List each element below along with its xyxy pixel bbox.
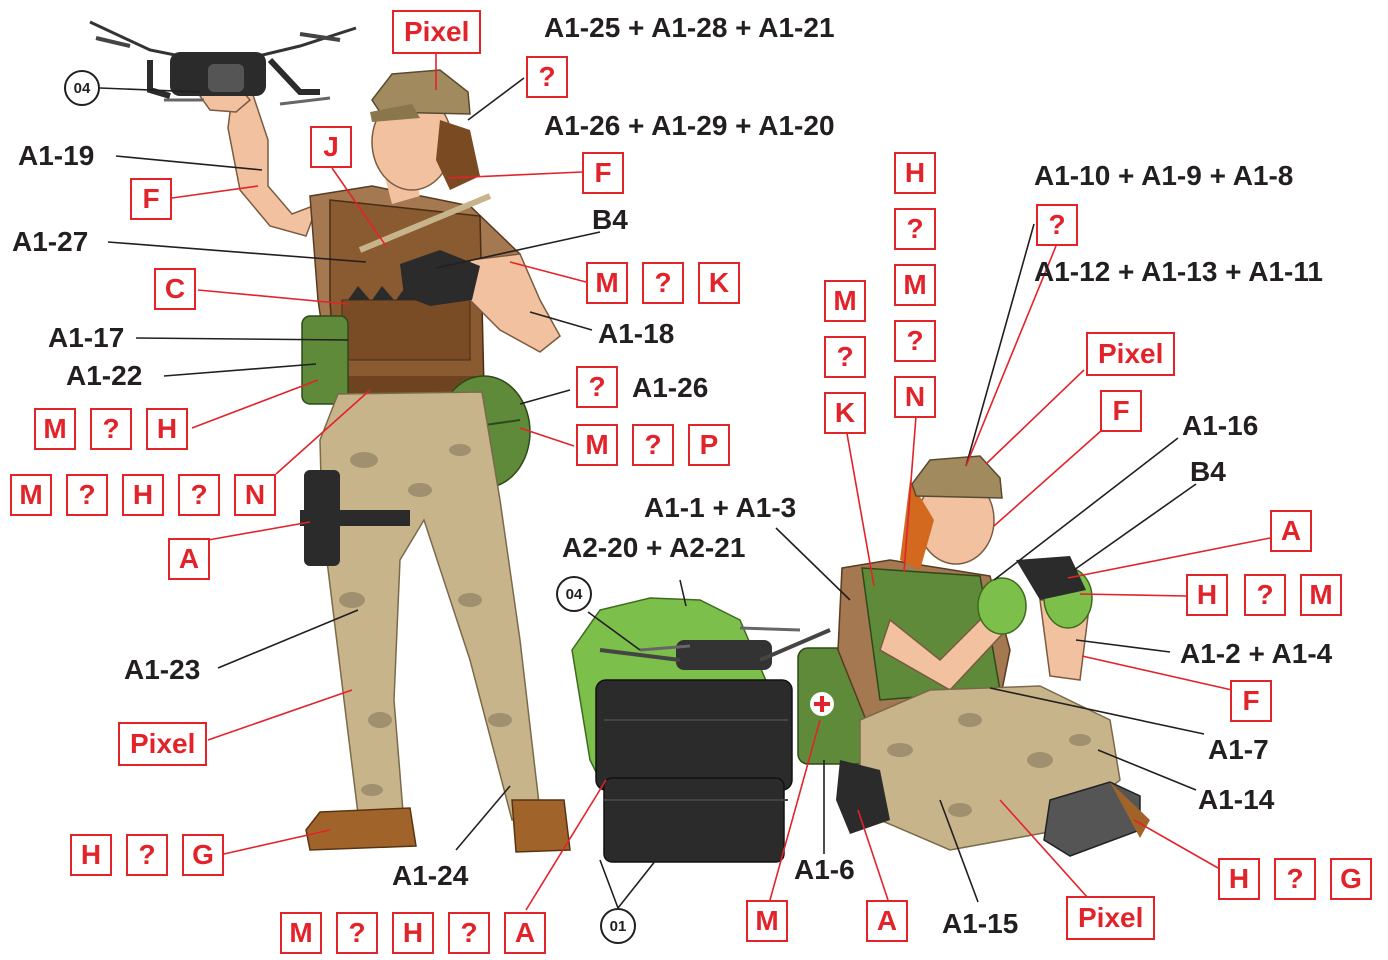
paint-code-pixel-pants: Pixel bbox=[118, 722, 208, 766]
standing-soldier-figure bbox=[198, 69, 571, 853]
paint-code-col-n: N bbox=[894, 376, 936, 418]
drone-case-group bbox=[571, 597, 831, 863]
paint-code-f-hair: F bbox=[582, 152, 624, 194]
paint-code-col2-m: M bbox=[824, 280, 866, 322]
paint-code-boot-unknown: ? bbox=[126, 834, 168, 876]
paint-code-vest-unknown-2: ? bbox=[178, 474, 220, 516]
paint-code-glove2-h: H bbox=[1186, 574, 1228, 616]
label-a1-6: A1-6 bbox=[794, 854, 855, 885]
paint-code-shirt-k: K bbox=[698, 262, 740, 304]
paint-code-kneepad-a: A bbox=[866, 900, 908, 942]
label-a1-18: A1-18 bbox=[598, 318, 675, 349]
label-a1-17: A1-17 bbox=[48, 322, 125, 353]
paint-code-col2-unknown: ? bbox=[824, 336, 866, 378]
paint-code-helmet-m: M bbox=[576, 424, 618, 466]
label-a1-19: A1-19 bbox=[18, 140, 95, 171]
paint-code-gloves-a: A bbox=[1270, 510, 1312, 552]
label-a1-15: A1-15 bbox=[942, 908, 1019, 939]
paint-code-f-arm: F bbox=[130, 178, 172, 220]
red-leader-lines bbox=[171, 54, 1271, 911]
paint-code-vest-unknown-1: ? bbox=[66, 474, 108, 516]
paint-code-pouch-m: M bbox=[34, 408, 76, 450]
label-a1-27: A1-27 bbox=[12, 226, 89, 257]
paint-code-cap2-unknown: ? bbox=[1036, 204, 1078, 246]
label-a1-10-group: A1-10 + A1-9 + A1-8 bbox=[1034, 160, 1294, 191]
paint-code-helmet-p: P bbox=[688, 424, 730, 466]
paint-code-vest-h: H bbox=[122, 474, 164, 516]
case-part-ref-01: 01 bbox=[600, 908, 636, 944]
paint-code-pouch-h: H bbox=[146, 408, 188, 450]
paint-code-glove2-unknown: ? bbox=[1244, 574, 1286, 616]
paint-code-f-arm2: F bbox=[1230, 680, 1272, 722]
label-a1-14: A1-14 bbox=[1198, 784, 1275, 815]
label-a1-1-group: A1-1 + A1-3 bbox=[644, 492, 797, 523]
paint-code-pouch-unknown: ? bbox=[90, 408, 132, 450]
paint-code-col-h: H bbox=[894, 152, 936, 194]
paint-code-boot2-g: G bbox=[1330, 858, 1372, 900]
paint-code-boot2-unknown: ? bbox=[1274, 858, 1316, 900]
label-cap-parts-1: A1-25 + A1-28 + A1-21 bbox=[544, 12, 835, 43]
paint-code-vest-m: M bbox=[10, 474, 52, 516]
label-a1-26: A1-26 bbox=[632, 372, 709, 403]
label-a1-16: A1-16 bbox=[1182, 410, 1259, 441]
drone-part-ref-04-top: 04 bbox=[64, 70, 100, 106]
paint-code-col2-k: K bbox=[824, 392, 866, 434]
label-b4-standing: B4 bbox=[592, 204, 628, 235]
paint-code-medkit-m: M bbox=[746, 900, 788, 942]
paint-code-pixel-cap2: Pixel bbox=[1086, 332, 1176, 376]
paint-code-boot2-h: H bbox=[1218, 858, 1260, 900]
black-leader-lines bbox=[99, 77, 1205, 909]
label-a1-23: A1-23 bbox=[124, 654, 201, 685]
paint-code-boot-g: G bbox=[182, 834, 224, 876]
paint-code-pixel-cap: Pixel bbox=[392, 10, 482, 54]
label-a1-12-group: A1-12 + A1-13 + A1-11 bbox=[1034, 256, 1323, 287]
paint-code-glove2-m: M bbox=[1300, 574, 1342, 616]
label-a1-2-group: A1-2 + A1-4 bbox=[1180, 638, 1333, 669]
paint-code-pixel-pants2: Pixel bbox=[1066, 896, 1156, 940]
flying-drone bbox=[89, 20, 357, 106]
paint-code-f-face2: F bbox=[1100, 390, 1142, 432]
paint-code-bag-unknown-2: ? bbox=[448, 912, 490, 954]
label-a2-20-group: A2-20 + A2-21 bbox=[562, 532, 746, 563]
paint-code-j: J bbox=[310, 126, 352, 168]
paint-code-boot-h: H bbox=[70, 834, 112, 876]
paint-code-shirt-unknown: ? bbox=[642, 262, 684, 304]
paint-code-vest-n: N bbox=[234, 474, 276, 516]
paint-code-col-unknown-2: ? bbox=[894, 320, 936, 362]
label-a1-7: A1-7 bbox=[1208, 734, 1269, 765]
paint-code-helmet-unknown-2: ? bbox=[632, 424, 674, 466]
label-cap-parts-2: A1-26 + A1-29 + A1-20 bbox=[544, 110, 835, 141]
paint-code-cap-unknown: ? bbox=[526, 56, 568, 98]
paint-code-holster-a: A bbox=[168, 538, 210, 580]
paint-code-col-m: M bbox=[894, 264, 936, 306]
paint-code-bag-a: A bbox=[504, 912, 546, 954]
label-a1-24: A1-24 bbox=[392, 860, 469, 891]
paint-code-bag-h: H bbox=[392, 912, 434, 954]
label-a1-22: A1-22 bbox=[66, 360, 143, 391]
paint-code-bag-unknown-1: ? bbox=[336, 912, 378, 954]
drone-part-ref-04-case: 04 bbox=[556, 576, 592, 612]
paint-code-shirt-m: M bbox=[586, 262, 628, 304]
paint-code-c: C bbox=[154, 268, 196, 310]
sitting-soldier-figure bbox=[797, 455, 1150, 857]
paint-code-col-unknown-1: ? bbox=[894, 208, 936, 250]
paint-code-helmet-unknown: ? bbox=[576, 366, 618, 408]
paint-code-bag-m: M bbox=[280, 912, 322, 954]
label-b4-sitting: B4 bbox=[1190, 456, 1226, 487]
